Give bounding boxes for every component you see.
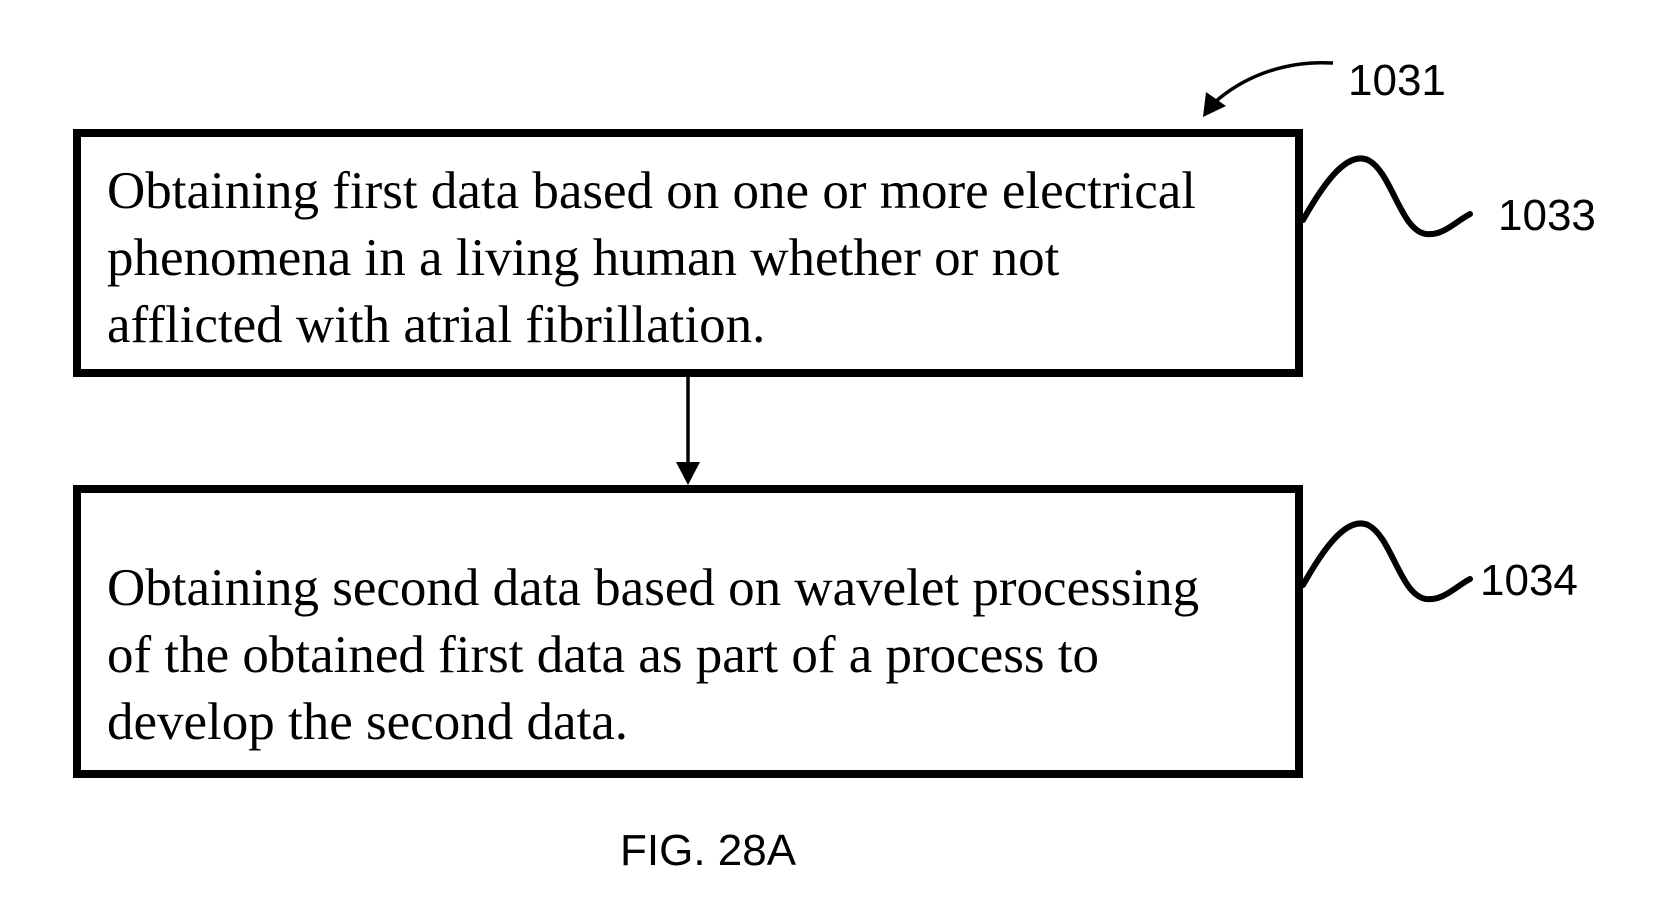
figure-label: FIG. 28A [620, 826, 797, 875]
step-2-text: Obtaining second data based on wavelet p… [107, 559, 1200, 751]
flow-arrowhead [676, 462, 700, 485]
step-box-1: Obtaining first data based on one or mor… [73, 129, 1303, 377]
leader-squiggle-1033 [1300, 155, 1473, 238]
leader-squiggle-1034 [1300, 520, 1473, 603]
step-1-text: Obtaining first data based on one or mor… [107, 162, 1197, 354]
leader-arrow-1031 [1213, 60, 1334, 104]
reference-numeral-step-1: 1033 [1498, 191, 1596, 240]
reference-numeral-step-2: 1034 [1480, 556, 1578, 605]
reference-numeral-flow: 1031 [1348, 56, 1446, 105]
step-box-2: Obtaining second data based on wavelet p… [73, 485, 1303, 778]
leader-arrowhead-1031 [1203, 92, 1226, 117]
